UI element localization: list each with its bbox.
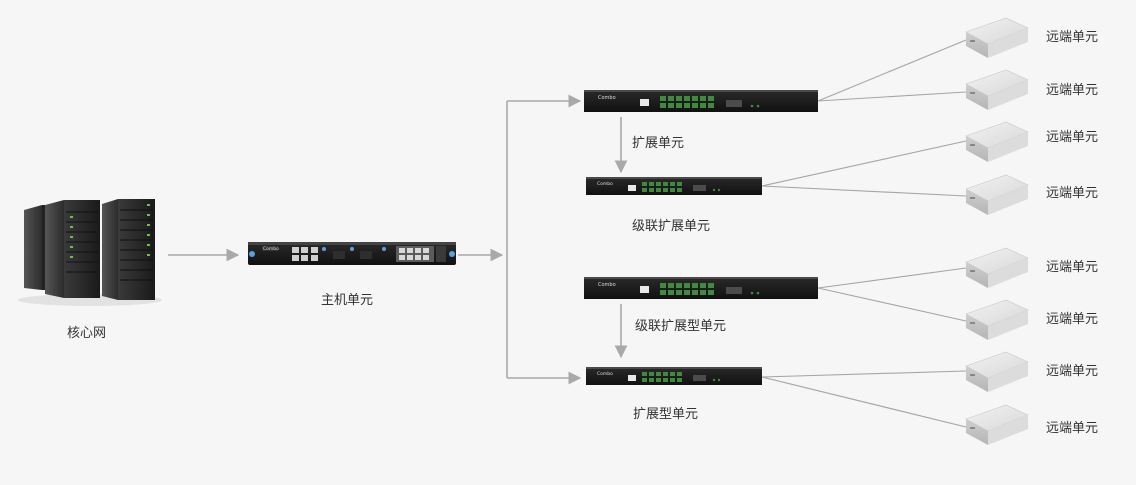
link-expansion-remote-2 bbox=[817, 91, 967, 102]
cascade-brand-text: Combo bbox=[597, 181, 613, 187]
remote-unit-label: 远端单元 bbox=[1046, 83, 1099, 98]
expansion-unit-device: Combo bbox=[584, 90, 818, 112]
link-cascade-remote-4 bbox=[761, 185, 967, 197]
link-cascade-remote-3 bbox=[761, 140, 967, 187]
remote-unit-label: 远端单元 bbox=[1046, 312, 1099, 327]
expansion-type-unit-device: Combo bbox=[586, 367, 762, 385]
expansion-unit-label: 扩展单元 bbox=[632, 136, 685, 151]
remote-unit-label: 远端单元 bbox=[1046, 130, 1099, 145]
remote-unit-label: 远端单元 bbox=[1046, 186, 1099, 201]
cascade-expansion-type-unit-label: 级联扩展型单元 bbox=[635, 319, 727, 334]
link-cascade-type-remote-5 bbox=[817, 267, 967, 289]
remote-unit-icon bbox=[965, 404, 1029, 445]
host-brand-text: Combo bbox=[263, 246, 279, 252]
remote-unit-label: 远端单元 bbox=[1046, 364, 1099, 379]
remote-unit-label: 远端单元 bbox=[1046, 30, 1099, 45]
expansion-brand-text: Combo bbox=[598, 95, 616, 101]
remote-unit-icon bbox=[965, 351, 1029, 392]
server-tower-icon bbox=[18, 199, 162, 306]
remote-links bbox=[761, 39, 967, 428]
link-cascade-type-remote-6 bbox=[817, 287, 967, 322]
link-expansion-remote-1 bbox=[817, 39, 967, 102]
remote-unit-label: 远端单元 bbox=[1046, 260, 1099, 275]
remote-unit-icon bbox=[965, 174, 1029, 215]
expansion-type-unit-label: 扩展型单元 bbox=[633, 407, 699, 422]
expansion-type-brand-text: Combo bbox=[597, 371, 613, 377]
cascade-expansion-type-unit-device: Combo bbox=[584, 277, 818, 299]
remote-unit-label: 远端单元 bbox=[1046, 421, 1099, 436]
cascade-type-brand-text: Combo bbox=[598, 282, 616, 288]
cascade-expansion-unit-device: Combo bbox=[586, 177, 762, 195]
remote-unit-icon bbox=[965, 299, 1029, 340]
link-expansion-type-remote-7 bbox=[761, 370, 967, 378]
remote-unit-icon bbox=[965, 17, 1029, 58]
core-network-label: 核心网 bbox=[67, 326, 107, 341]
rack-chassis-icon: Combo bbox=[248, 242, 456, 265]
remote-unit-icon bbox=[965, 121, 1029, 162]
host-unit-label: 主机单元 bbox=[321, 293, 374, 308]
cascade-expansion-unit-label: 级联扩展单元 bbox=[632, 219, 711, 234]
remote-unit-icons bbox=[965, 17, 1029, 445]
link-expansion-type-remote-8 bbox=[761, 376, 967, 428]
remote-unit-icon bbox=[965, 247, 1029, 288]
connectors bbox=[168, 94, 628, 385]
remote-unit-icon bbox=[965, 69, 1029, 110]
